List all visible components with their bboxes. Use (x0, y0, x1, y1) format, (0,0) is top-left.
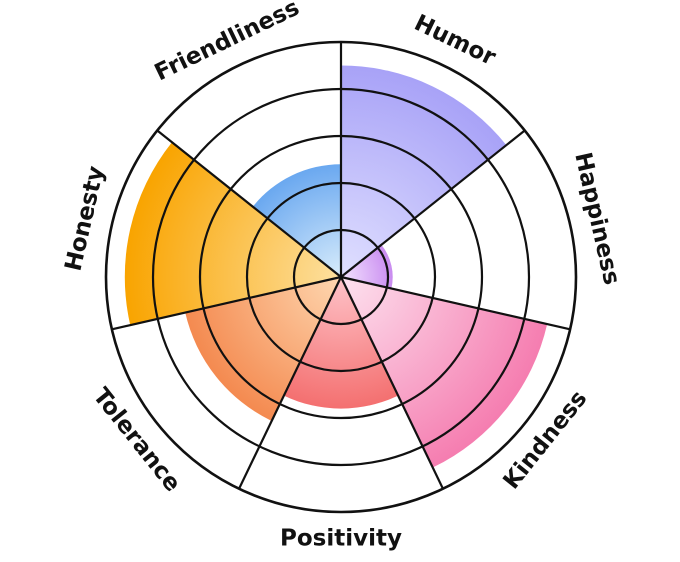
label-positivity: Positivity (280, 526, 402, 552)
sector-positivity (283, 277, 399, 409)
label-honesty: Honesty (61, 164, 110, 274)
grid-spoke-6 (111, 275, 342, 331)
sector-honesty (124, 142, 342, 326)
sector-friendliness (252, 164, 341, 277)
grid-spoke-3 (340, 275, 571, 331)
sector-humor (341, 65, 507, 277)
sector-happiness (341, 244, 393, 289)
grid-spoke-5 (238, 276, 342, 490)
label-happiness: Happiness (569, 150, 624, 287)
sector-tolerance (185, 277, 341, 421)
grid-spoke-7 (156, 129, 342, 278)
grid-spoke-4 (340, 276, 444, 490)
grid-spoke-2 (340, 129, 526, 278)
